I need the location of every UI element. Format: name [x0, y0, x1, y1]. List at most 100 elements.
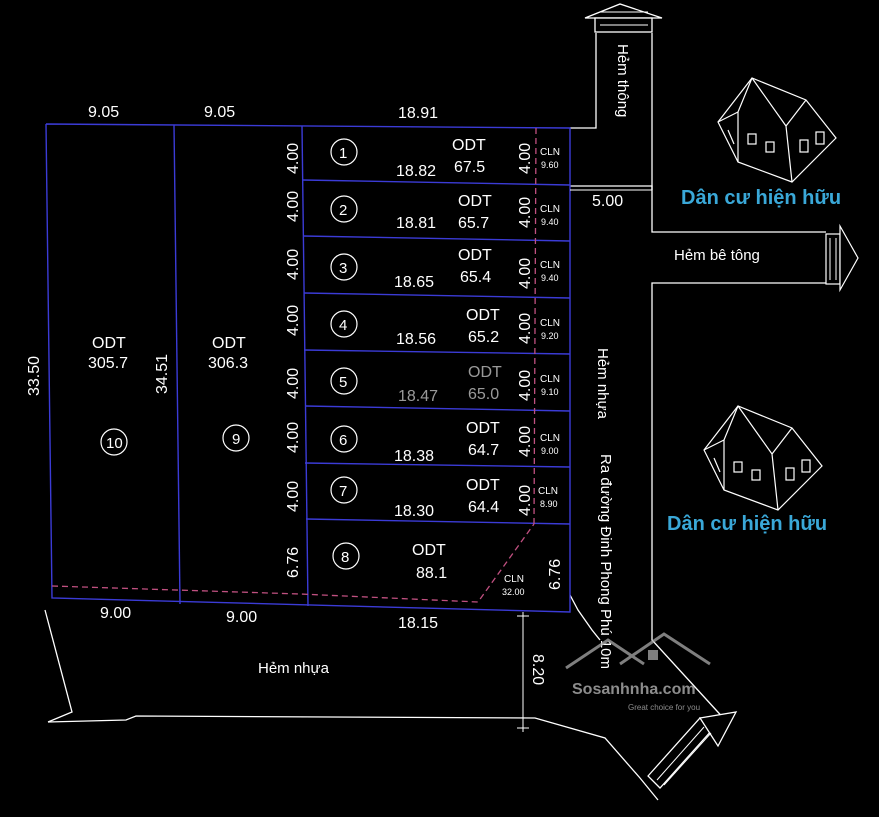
lot-number: 2: [339, 202, 347, 219]
cln-width: 4.00: [517, 426, 534, 457]
lot-area: 64.7: [468, 442, 499, 459]
lot-type: ODT: [466, 420, 500, 437]
lot-number: 3: [339, 260, 347, 277]
cln-label: CLN: [540, 260, 560, 271]
cln-width: 4.00: [517, 258, 534, 289]
lot-depth: 18.38: [394, 448, 434, 465]
dimension-lines: [517, 189, 652, 732]
lot-width: 4.00: [285, 191, 302, 222]
cln-width: 4.00: [517, 143, 534, 174]
cln-area: 9.20: [541, 331, 559, 341]
lot-row-5: 4.00 5 18.47 ODT 65.0 4.00 CLN 9.10: [285, 364, 560, 405]
lot-type: ODT: [458, 247, 492, 264]
lot-depth: 18.81: [396, 215, 436, 232]
cln-width: 4.00: [517, 485, 534, 516]
house-icon-bottom: [703, 405, 823, 511]
cln-area: 9.40: [541, 217, 559, 227]
cln-area: 9.60: [541, 160, 559, 170]
top-dim-2: 9.05: [204, 104, 235, 121]
lot-number: 4: [339, 317, 347, 334]
cln-area: 9.40: [541, 273, 559, 283]
cln-label: CLN: [538, 486, 558, 497]
lot-marker: [330, 138, 358, 166]
cln-width: 4.00: [517, 197, 534, 228]
cln-label: CLN: [540, 433, 560, 444]
lot-width: 4.00: [285, 368, 302, 399]
cln-area: 8.90: [540, 499, 558, 509]
lot-9-marker: [222, 424, 250, 452]
lot-row-8: 6.76 8 ODT 88.1 CLN 32.00 6.76: [285, 542, 564, 597]
cln-label: CLN: [540, 374, 560, 385]
top-arrow-icon: [584, 3, 663, 33]
lot-type: ODT: [452, 137, 486, 154]
lot-8-type: ODT: [412, 542, 446, 559]
lot-9-number: 9: [232, 431, 240, 448]
lot-row-3: 4.00 3 18.65 ODT 65.4 4.00 CLN 9.40: [285, 247, 560, 291]
lot-8-area: 88.1: [416, 565, 447, 582]
easement-lines: [51, 127, 537, 603]
watermark-logo: Sosanhnha.com Great choice for you: [565, 632, 711, 712]
cln-width: 4.00: [517, 313, 534, 344]
lot-marker: [330, 367, 358, 395]
left-dim-outer: 33.50: [26, 356, 43, 396]
cln-area: 9.00: [541, 446, 559, 456]
lot-type: ODT: [466, 477, 500, 494]
lot-number: 7: [339, 483, 347, 500]
road-outlines: [44, 33, 826, 801]
bottom-dim-2: 9.00: [226, 609, 257, 626]
lot-depth: 18.65: [394, 274, 434, 291]
watermark-tagline: Great choice for you: [628, 703, 700, 712]
alley-width-dim: 5.00: [592, 193, 623, 210]
watermark-brand: Sosanhnha.com: [572, 681, 696, 698]
lot-8-cln-label: CLN: [504, 574, 524, 585]
lot-depth: 18.47: [398, 388, 438, 405]
bottom-dim-1: 9.00: [100, 605, 131, 622]
lot-marker: [330, 195, 358, 223]
hem-nhua-bottom-label: Hẻm nhựa: [258, 660, 330, 677]
lot-type: ODT: [468, 364, 502, 381]
lot-marker: [330, 476, 358, 504]
lot-row-6: 4.00 6 18.38 ODT 64.7 4.00 CLN 9.00: [285, 420, 560, 465]
cln-label: CLN: [540, 318, 560, 329]
road-dim: 8.20: [529, 654, 546, 685]
lot-8-number: 8: [341, 549, 349, 566]
lot-depth: 18.30: [394, 503, 434, 520]
lot-number: 1: [339, 145, 347, 162]
lot-marker: [330, 253, 358, 281]
cln-label: CLN: [540, 204, 560, 215]
right-arrow-icon: [825, 223, 859, 293]
lot-width: 4.00: [285, 305, 302, 336]
cln-width: 4.00: [517, 370, 534, 401]
lot-row-7: 4.00 7 18.30 ODT 64.4 4.00 CLN 8.90: [285, 476, 558, 520]
house-icon-top: [717, 77, 837, 183]
lot-width: 4.00: [285, 143, 302, 174]
top-dim-1: 9.05: [88, 104, 119, 121]
lot-type: ODT: [458, 193, 492, 210]
lot-row-1: 4.00 1 18.82 ODT 67.5 4.00 CLN 9.60: [285, 137, 560, 180]
lot-area: 65.0: [468, 386, 499, 403]
ra-duong-label: Ra đường Đinh Phong Phú 10m: [597, 454, 614, 669]
lot-area: 65.4: [460, 269, 491, 286]
left-dim-inner: 34.51: [154, 354, 171, 394]
lot-10-number: 10: [106, 435, 123, 452]
residents-label-top: Dân cư hiện hữu: [681, 187, 841, 209]
residents-label-bottom: Dân cư hiện hữu: [667, 513, 827, 535]
hem-nhua-right-label: Hẻm nhựa: [594, 348, 611, 420]
lot-area: 64.4: [468, 499, 499, 516]
lot-boundaries: [45, 123, 571, 613]
lot-depth: 18.82: [396, 163, 436, 180]
lot-marker: [330, 310, 358, 338]
lot-width: 4.00: [285, 481, 302, 512]
hem-thong-label: Hẻm thông: [614, 44, 631, 117]
lot-width: 4.00: [285, 249, 302, 280]
lot-area: 65.7: [458, 215, 489, 232]
lot-8-right-dim: 6.76: [547, 559, 564, 590]
lot-row-4: 4.00 4 18.56 ODT 65.2 4.00 CLN 9.20: [285, 305, 560, 348]
lot-number: 5: [339, 374, 347, 391]
lot-10-area: 305.7: [88, 355, 128, 372]
lot-area: 65.2: [468, 329, 499, 346]
lot-10-marker: [100, 428, 128, 456]
cln-area: 9.10: [541, 387, 559, 397]
lot-9-area: 306.3: [208, 355, 248, 372]
